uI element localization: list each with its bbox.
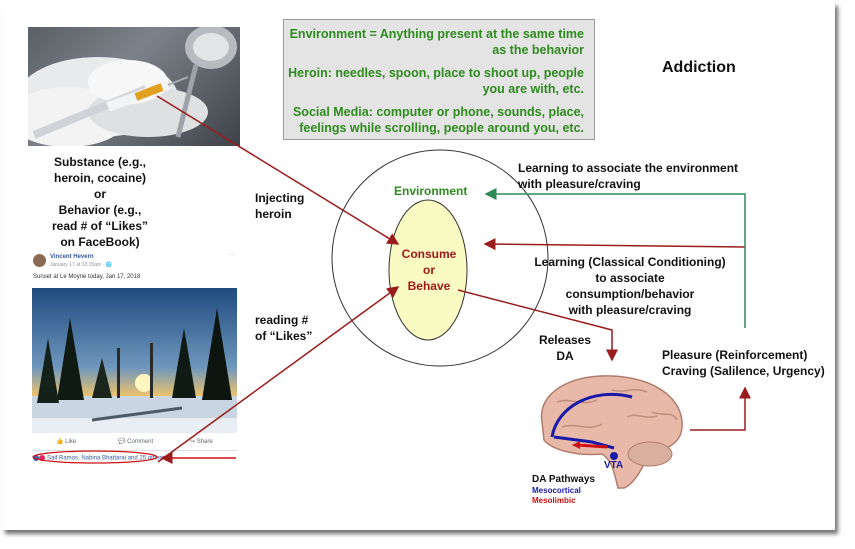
post-author[interactable]: Vincent Hevern	[50, 254, 94, 260]
pleasure-label: Pleasure (Reinforcement) Craving (Salile…	[662, 347, 825, 379]
likes-summary-text: Saif Ramos, Nabina Bhattarai and 25 othe…	[47, 455, 165, 462]
da-pathways-title: DA Pathways	[532, 474, 595, 485]
vta-label: VTA	[604, 460, 624, 471]
pleasure-line-2: Craving (Salilence, Urgency)	[662, 364, 825, 378]
injecting-line-2: heroin	[255, 207, 292, 221]
substance-label: Substance (e.g., heroin, cocaine) or Beh…	[30, 154, 170, 250]
share-label: Share	[196, 439, 213, 445]
avatar	[33, 254, 46, 267]
facebook-post: Vincent Hevern January 17 at 10:15am · 🌐…	[28, 250, 240, 468]
releases-da-label: Releases DA	[535, 332, 595, 364]
substance-line-3: or	[94, 187, 106, 201]
slide-title: Addiction	[662, 59, 736, 76]
social-env-line-1: Social Media: computer or phone, sounds,…	[292, 105, 584, 119]
post-menu-icon[interactable]: ···	[228, 252, 234, 258]
substance-line-6: on FaceBook)	[60, 235, 140, 249]
learn-cc-line-1: Learning (Classical Conditioning)	[534, 255, 726, 269]
env-def-line-1: Environment = Anything present at the sa…	[289, 27, 584, 41]
comment-label: Comment	[127, 439, 154, 445]
injecting-line-1: Injecting	[255, 191, 305, 205]
pleasure-line-1: Pleasure (Reinforcement)	[662, 348, 808, 362]
comment-button[interactable]: 💬 Comment	[118, 439, 154, 445]
brain-illustration	[532, 372, 688, 490]
substance-line-1: Substance (e.g.,	[53, 155, 147, 169]
like-label: Like	[65, 439, 77, 445]
environment-definition-box: Environment = Anything present at the sa…	[283, 19, 595, 140]
env-def-line-2: as the behavior	[492, 43, 584, 57]
likes-line-2: of “Likes”	[255, 329, 313, 343]
love-reaction-icon	[39, 455, 45, 461]
learn-cc-line-3: with pleasure/craving	[568, 303, 692, 317]
learning-cc-label: Learning (Classical Conditioning) to ass…	[530, 254, 730, 318]
consume-label: Consume or Behave	[398, 246, 460, 294]
social-env-line-2: feelings while scrolling, people around …	[299, 121, 584, 135]
consume-line-1: Consume	[401, 247, 457, 261]
likes-line-1: reading #	[255, 313, 309, 327]
learn-env-line-1: Learning to associate the environment	[518, 161, 739, 175]
post-caption: Sunset at Le Moyne today, Jan 17, 2018	[33, 274, 141, 280]
post-time: January 17 at 10:15am · 🌐	[50, 262, 112, 268]
releases-line-1: Releases	[538, 333, 592, 347]
substance-line-4: Behavior (e.g.,	[58, 203, 142, 217]
heroin-photo	[28, 27, 240, 146]
learning-environment-label: Learning to associate the environment wi…	[518, 160, 738, 192]
learn-env-line-2: with pleasure/craving	[518, 177, 641, 191]
releases-line-2: DA	[556, 349, 574, 363]
like-button[interactable]: 👍 Like	[56, 439, 77, 445]
sunset-photo	[32, 288, 237, 433]
mesocortical-label: Mesocortical	[532, 486, 581, 495]
likes-label: reading # of “Likes”	[255, 312, 312, 344]
likes-summary[interactable]: Saif Ramos, Nabina Bhattarai and 25 othe…	[33, 455, 164, 462]
post-divider	[32, 450, 237, 451]
substance-line-5: read # of “Likes”	[51, 219, 149, 233]
consume-line-2: or	[423, 263, 435, 277]
heroin-env-line-1: Heroin: needles, spoon, place to shoot u…	[288, 66, 584, 80]
mesolimbic-label: Mesolimbic	[532, 496, 576, 505]
heroin-env-line-2: you are with, etc.	[482, 82, 584, 96]
learn-cc-line-2: to associate consumption/behavior	[565, 271, 695, 301]
injecting-label: Injecting heroin	[255, 190, 304, 222]
environment-label: Environment	[394, 184, 468, 198]
consume-line-3: Behave	[407, 279, 451, 293]
substance-line-2: heroin, cocaine)	[53, 171, 147, 185]
share-button[interactable]: ↪ Share	[190, 439, 213, 445]
